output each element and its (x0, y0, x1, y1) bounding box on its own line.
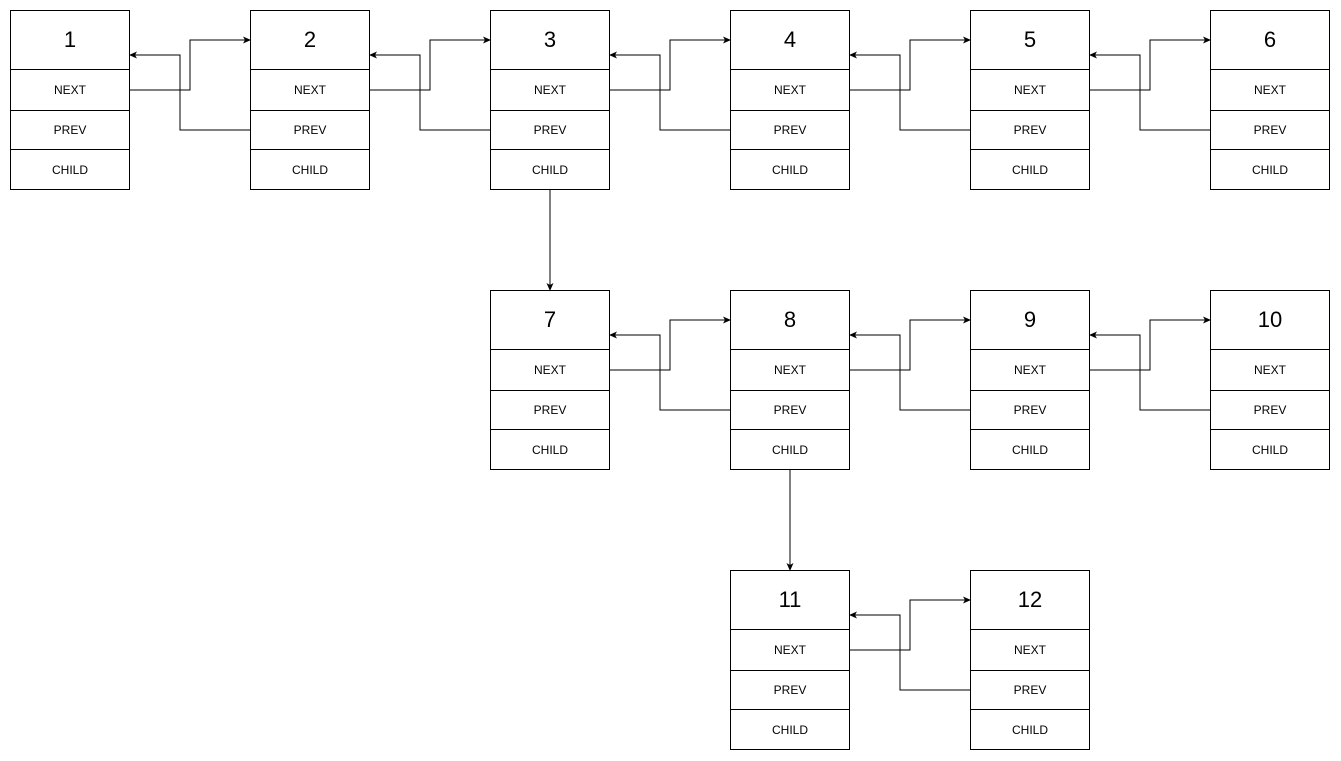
next-arrow-3-to-4 (610, 36, 731, 91)
node-value: 8 (731, 291, 849, 351)
prev-arrow-4-to-3 (609, 51, 730, 131)
node-next-field: NEXT (1013, 363, 1046, 378)
node-child-field: CHILD (1211, 149, 1329, 189)
prev-arrow-6-to-5 (1089, 51, 1210, 131)
node-next-field: NEXT (533, 363, 566, 378)
node-child-field: CHILD (251, 149, 369, 189)
node-next-field: NEXT (1253, 363, 1286, 378)
next-arrow-2-to-3 (370, 36, 491, 91)
node-child-field: CHILD (1211, 429, 1329, 469)
node-value: 5 (971, 11, 1089, 71)
node-prev-field: PREV (731, 109, 849, 150)
node-next-field: NEXT (1253, 83, 1286, 98)
node-value: 11 (731, 571, 849, 631)
node-value: 1 (11, 11, 129, 71)
node-value: 10 (1211, 291, 1329, 351)
prev-arrow-9-to-8 (849, 331, 970, 411)
node-child-field: CHILD (971, 709, 1089, 749)
node-prev-field: PREV (971, 109, 1089, 150)
node-next-field: NEXT (533, 83, 566, 98)
node-next-field: NEXT (293, 83, 326, 98)
node-prev-field: PREV (971, 669, 1089, 710)
node-prev-field: PREV (491, 389, 609, 430)
prev-arrow-12-to-11 (849, 611, 970, 691)
next-arrow-4-to-5 (850, 36, 971, 91)
next-arrow-1-to-2 (130, 36, 251, 91)
node-child-field: CHILD (731, 709, 849, 749)
node-child-field: CHILD (11, 149, 129, 189)
prev-arrow-2-to-1 (129, 51, 250, 131)
prev-arrow-10-to-9 (1089, 331, 1210, 411)
node-child-field: CHILD (731, 429, 849, 469)
node-next-field: NEXT (53, 83, 86, 98)
node-value: 7 (491, 291, 609, 351)
prev-arrow-5-to-4 (849, 51, 970, 131)
node-prev-field: PREV (11, 109, 129, 150)
node-child-field: CHILD (971, 429, 1089, 469)
node-value: 6 (1211, 11, 1329, 71)
node-next-field: NEXT (1013, 643, 1046, 658)
node-prev-field: PREV (1211, 109, 1329, 150)
node-prev-field: PREV (1211, 389, 1329, 430)
node-prev-field: PREV (731, 669, 849, 710)
node-child-field: CHILD (491, 149, 609, 189)
next-arrow-8-to-9 (850, 316, 971, 371)
node-value: 3 (491, 11, 609, 71)
next-arrow-11-to-12 (850, 596, 971, 651)
node-child-field: CHILD (491, 429, 609, 469)
node-prev-field: PREV (491, 109, 609, 150)
node-child-field: CHILD (731, 149, 849, 189)
next-arrow-7-to-8 (610, 316, 731, 371)
node-next-field: NEXT (1013, 83, 1046, 98)
node-next-field: NEXT (773, 363, 806, 378)
node-value: 12 (971, 571, 1089, 631)
node-value: 4 (731, 11, 849, 71)
node-next-field: NEXT (773, 643, 806, 658)
node-value: 2 (251, 11, 369, 71)
node-next-field: NEXT (773, 83, 806, 98)
node-value: 9 (971, 291, 1089, 351)
node-prev-field: PREV (971, 389, 1089, 430)
node-prev-field: PREV (251, 109, 369, 150)
next-arrow-9-to-10 (1090, 316, 1211, 371)
prev-arrow-8-to-7 (609, 331, 730, 411)
prev-arrow-3-to-2 (369, 51, 490, 131)
node-child-field: CHILD (971, 149, 1089, 189)
next-arrow-5-to-6 (1090, 36, 1211, 91)
node-prev-field: PREV (731, 389, 849, 430)
